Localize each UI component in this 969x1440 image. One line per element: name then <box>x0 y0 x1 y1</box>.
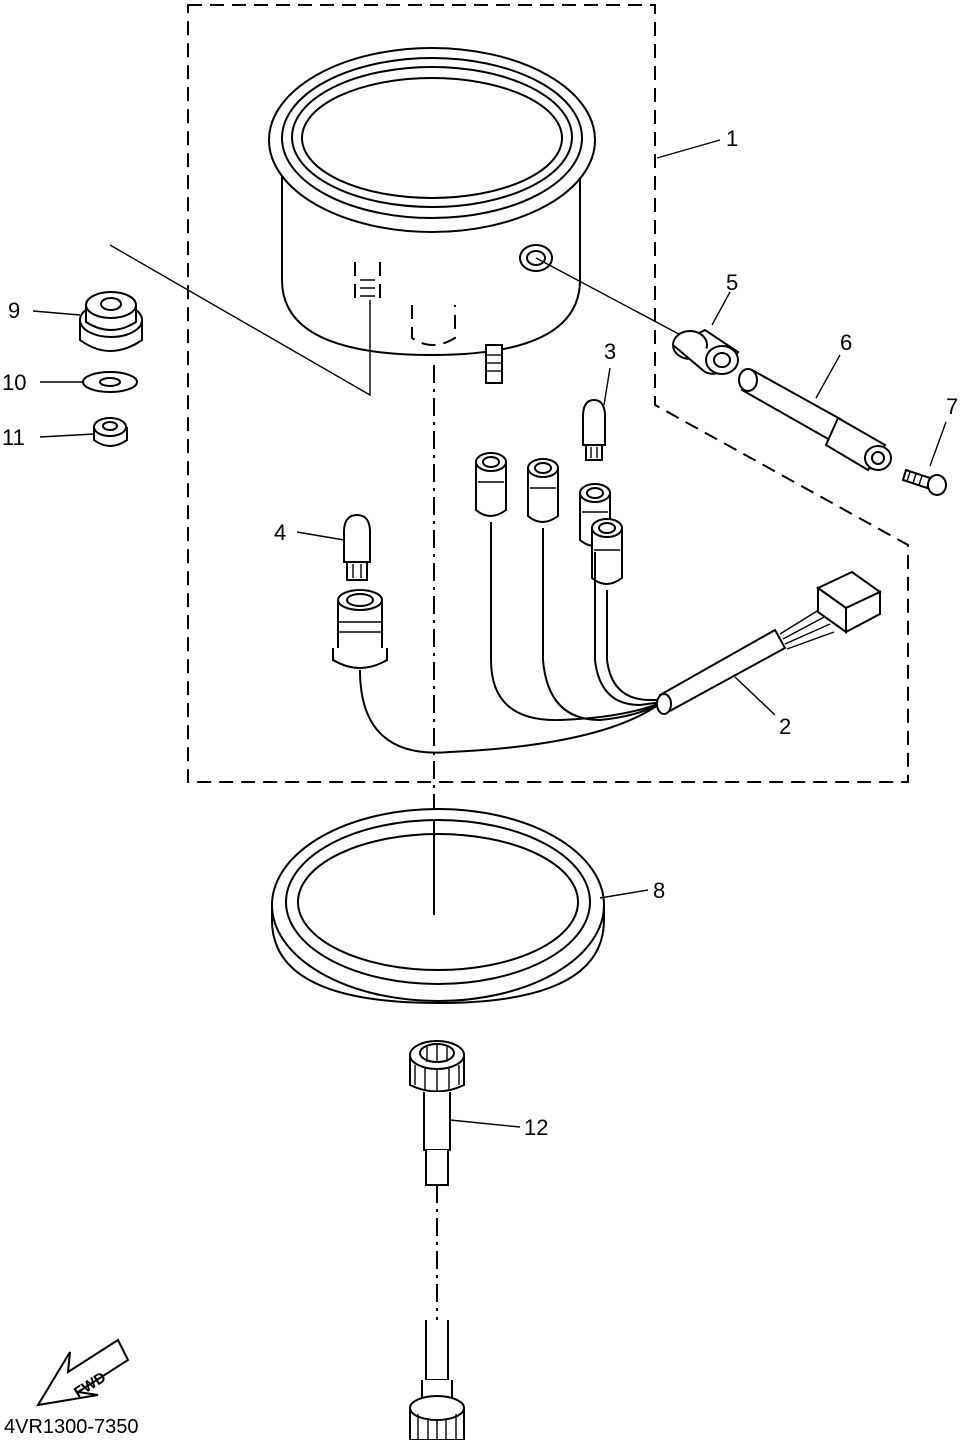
assembly-boundary-dashed <box>187 4 909 783</box>
wire-harness-part-2 <box>332 452 882 754</box>
meter-housing <box>268 47 596 384</box>
callout-2: 2 <box>779 714 791 739</box>
callout-5: 5 <box>726 270 738 295</box>
callout-9: 9 <box>8 298 20 323</box>
callout-4: 4 <box>274 520 286 545</box>
callout-leaders <box>32 139 947 1128</box>
callout-10: 10 <box>2 370 26 395</box>
screw-part-7 <box>901 468 947 496</box>
ring-part-8 <box>271 808 605 1005</box>
callout-1: 1 <box>726 126 738 151</box>
fwd-arrow: FWD <box>36 1338 130 1407</box>
callout-12: 12 <box>524 1115 548 1140</box>
bulb-part-3 <box>581 398 607 461</box>
callout-7: 7 <box>946 394 958 419</box>
nut-part-11 <box>93 417 128 447</box>
drawing-code: 4VR1300-7350 <box>4 1416 139 1438</box>
callout-3: 3 <box>604 339 616 364</box>
cable-part-12 <box>409 1040 465 1440</box>
leader-stud-to-grommet <box>109 244 371 397</box>
callout-8: 8 <box>653 878 665 903</box>
grommet-part-5 <box>535 257 740 375</box>
callout-11: 11 <box>2 425 25 450</box>
callout-6: 6 <box>840 330 852 355</box>
socket-rod-part-6 <box>738 368 892 472</box>
grommet-part-9 <box>79 291 143 352</box>
bulb-part-4 <box>342 513 372 581</box>
washer-part-10 <box>82 371 138 393</box>
